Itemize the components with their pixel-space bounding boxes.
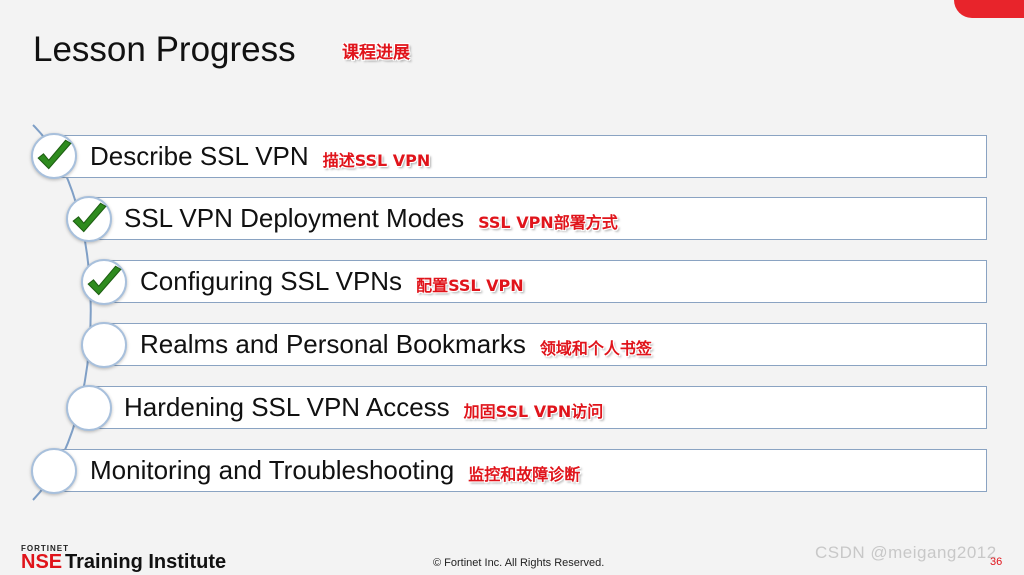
lesson-label-cn: 描述SSL VPN: [322, 150, 431, 170]
lesson-row-1: Describe SSL VPN 描述SSL VPN: [60, 135, 987, 178]
copyright: © Fortinet Inc. All Rights Reserved.: [433, 557, 605, 569]
lesson-label: Monitoring and Troubleshooting: [90, 455, 455, 485]
lesson-label: SSL VPN Deployment Modes: [124, 203, 465, 233]
logo-nse: NSE: [21, 551, 63, 573]
lesson-label-cn: 配置SSL VPN: [416, 275, 524, 295]
lesson-label: Configuring SSL VPNs: [140, 266, 403, 296]
lesson-row-4: Realms and Personal Bookmarks 领域和个人书签: [110, 323, 987, 366]
lesson-bullet-2: [66, 196, 112, 242]
lesson-label-cn: 领域和个人书签: [539, 338, 652, 358]
lesson-row-3: Configuring SSL VPNs 配置SSL VPN: [110, 260, 987, 303]
lesson-label: Hardening SSL VPN Access: [124, 392, 450, 422]
logo-training: Training Institute: [65, 551, 227, 573]
checkmark-icon: [72, 202, 107, 233]
watermark: CSDN @meigang2012: [815, 543, 997, 562]
lesson-label-cn: SSL VPN部署方式: [478, 212, 618, 232]
lesson-bullet-6: [31, 448, 77, 494]
lesson-bullet-4: [81, 322, 127, 368]
slide-title: Lesson Progress: [33, 30, 296, 69]
lesson-label-cn: 监控和故障诊断: [468, 464, 581, 484]
lesson-label: Realms and Personal Bookmarks: [140, 329, 526, 359]
logo-brand: FORTINET: [21, 544, 69, 553]
lesson-label: Describe SSL VPN: [90, 141, 309, 171]
lesson-label-cn: 加固SSL VPN访问: [463, 401, 604, 421]
lesson-bullet-5: [66, 385, 112, 431]
checkmark-icon: [87, 265, 122, 296]
slide-title-cn: 课程进展: [342, 43, 410, 63]
lesson-row-6: Monitoring and Troubleshooting 监控和故障诊断: [60, 449, 987, 492]
page-number: 36: [990, 556, 1003, 568]
lesson-row-2: SSL VPN Deployment Modes SSL VPN部署方式: [94, 197, 987, 240]
corner-accent: [954, 0, 1024, 18]
checkmark-icon: [37, 139, 72, 170]
lesson-bullet-3: [81, 259, 127, 305]
lesson-row-5: Hardening SSL VPN Access 加固SSL VPN访问: [94, 386, 987, 429]
lesson-bullet-1: [31, 133, 77, 179]
